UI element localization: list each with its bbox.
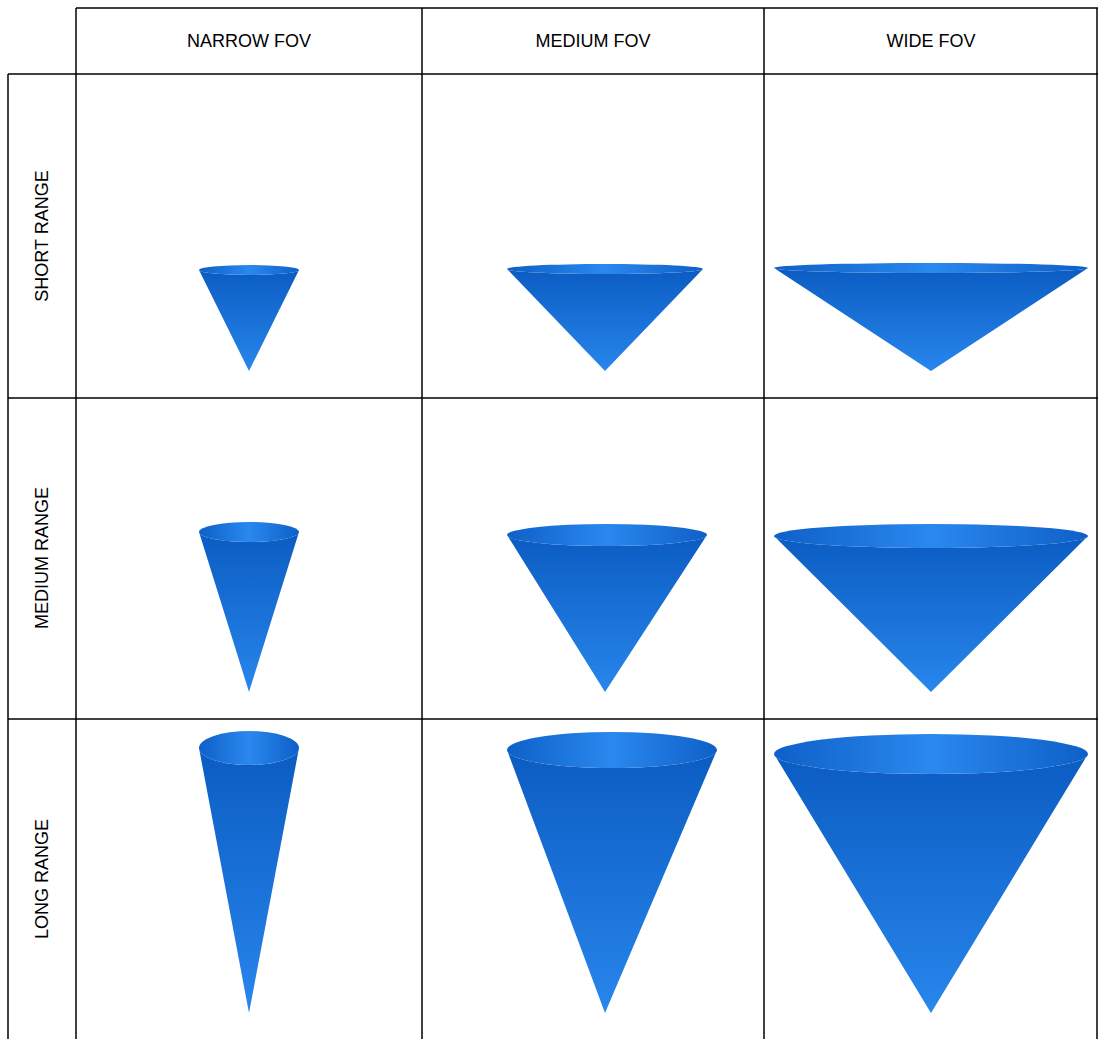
cone-body	[199, 532, 299, 692]
cone-body	[774, 268, 1088, 371]
row-header: SHORT RANGE	[33, 170, 51, 301]
grid-lines	[8, 8, 1098, 1039]
cone-body	[507, 269, 703, 371]
cone-shape	[507, 524, 707, 692]
cone-shape	[774, 734, 1088, 1013]
cone-shape	[199, 731, 299, 1013]
cone-body	[199, 748, 299, 1013]
cone-top	[774, 734, 1088, 774]
cone-shape	[774, 263, 1088, 371]
cone-shape	[199, 522, 299, 692]
cone-top	[199, 265, 299, 275]
cone-shape	[774, 524, 1088, 692]
cone-body	[199, 270, 299, 371]
row-header: LONG RANGE	[33, 819, 51, 939]
column-header: MEDIUM FOV	[536, 32, 651, 50]
cone-top	[507, 732, 717, 768]
cone-top	[199, 731, 299, 765]
cone-top	[774, 524, 1088, 548]
cone-top	[199, 522, 299, 542]
cone-shape	[507, 732, 717, 1013]
column-header: NARROW FOV	[187, 32, 311, 50]
cone-body	[774, 754, 1088, 1013]
row-header: MEDIUM RANGE	[33, 487, 51, 629]
cone-shape	[507, 264, 703, 371]
cone-body	[774, 536, 1088, 692]
cone-shape	[199, 265, 299, 371]
cone-top	[774, 263, 1088, 273]
cone-body	[507, 750, 717, 1013]
column-header: WIDE FOV	[887, 32, 976, 50]
cone-group	[199, 263, 1088, 1013]
cone-top	[507, 524, 707, 546]
cone-body	[507, 535, 707, 692]
cone-top	[507, 264, 703, 274]
